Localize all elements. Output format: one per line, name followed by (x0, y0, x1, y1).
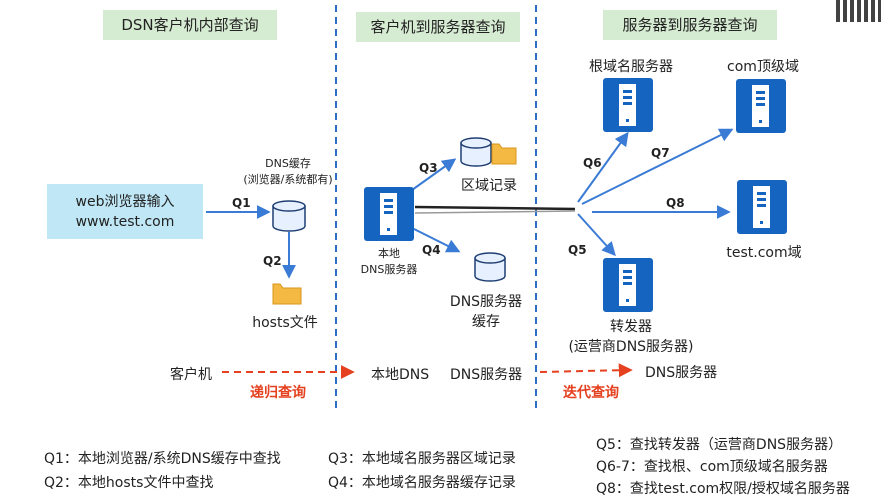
q8-label: Q8 (666, 196, 685, 210)
server-cache-label-line2: 缓存 (472, 314, 500, 330)
test-com-server-icon (737, 180, 787, 234)
q4-label: Q4 (422, 243, 441, 257)
zone-record-label: 区域记录 (461, 178, 517, 194)
q7-label: Q7 (651, 146, 670, 160)
note-q3: Q3：本地域名服务器区域记录 (328, 451, 516, 467)
q1-label: Q1 (232, 196, 251, 210)
forwarder-label: 转发器 (运营商DNS服务器) (556, 317, 706, 357)
arrow-iterative (539, 363, 633, 378)
browser-input-url: www.test.com (75, 213, 175, 230)
dns-cache-title: DNS缓存 (265, 157, 311, 170)
forwarder-server-icon (603, 258, 653, 312)
root-server-label: 根域名服务器 (589, 59, 673, 75)
server-cache-label-line1: DNS服务器 (449, 294, 523, 310)
note-q1: Q1：本地浏览器/系统DNS缓存中查找 (44, 451, 281, 467)
hosts-file-label: hosts文件 (252, 315, 318, 331)
hosts-folder-icon (272, 283, 302, 305)
forwarder-label-line1: 转发器 (610, 319, 652, 335)
dns-cache-label: DNS缓存 (浏览器/系统都有) (228, 156, 348, 188)
q5-label: Q5 (568, 243, 587, 257)
zone-record-folder-icon (491, 143, 517, 165)
dns-cache-subtitle: (浏览器/系统都有) (243, 173, 333, 186)
link-local-to-hub (414, 205, 576, 211)
flow-dns-server-2-label: DNS服务器 (645, 365, 718, 381)
root-server-icon (603, 78, 653, 132)
link-local-to-hub-grey (414, 210, 576, 214)
arrow-q5 (577, 213, 616, 257)
browser-input-line1: web浏览器输入 (75, 193, 175, 210)
qr-code-icon (836, 0, 881, 22)
q2-label: Q2 (263, 254, 282, 268)
com-server-label: com顶级域 (727, 59, 799, 75)
section-title-server-to-server: 服务器到服务器查询 (603, 10, 777, 40)
flow-client-label: 客户机 (170, 367, 212, 383)
note-q5: Q5：查找转发器（运营商DNS服务器） (596, 437, 843, 453)
flow-dns-server-label: DNS服务器 (450, 367, 523, 383)
section-title-client-to-server: 客户机到服务器查询 (356, 12, 520, 42)
com-server-icon (736, 79, 786, 133)
q3-label: Q3 (419, 161, 438, 175)
arrow-q7 (581, 128, 734, 205)
note-q4: Q4：本地域名服务器缓存记录 (328, 475, 516, 491)
arrow-q6 (577, 131, 629, 203)
flow-local-dns-label: 本地DNS (371, 367, 430, 383)
test-com-server-label: test.com域 (726, 245, 802, 261)
flow-iterative-label: 迭代查询 (563, 385, 619, 401)
zone-record-cylinder-icon (460, 137, 492, 167)
local-dns-server-icon (364, 187, 414, 241)
local-dns-label: 本地 DNS服务器 (349, 246, 429, 278)
arrow-q4 (411, 227, 461, 253)
note-q2: Q2：本地hosts文件中查找 (44, 475, 214, 491)
local-dns-label-line2: DNS服务器 (360, 263, 418, 276)
server-cache-cylinder-icon (474, 252, 506, 282)
note-q67: Q6-7：查找根、com顶级域名服务器 (596, 459, 828, 475)
local-dns-label-line1: 本地 (378, 247, 400, 260)
forwarder-label-line2: (运营商DNS服务器) (568, 339, 694, 355)
section-title-client: DSN客户机内部查询 (103, 10, 277, 40)
server-cache-label: DNS服务器 缓存 (436, 292, 536, 332)
arrow-q3 (411, 158, 457, 191)
browser-input-box: web浏览器输入 www.test.com (47, 184, 203, 239)
q6-label: Q6 (583, 156, 602, 170)
flow-recursive-label: 递归查询 (250, 385, 306, 401)
dns-cache-cylinder-icon (272, 200, 306, 232)
note-q8: Q8：查找test.com权限/授权域名服务器 (596, 481, 850, 497)
